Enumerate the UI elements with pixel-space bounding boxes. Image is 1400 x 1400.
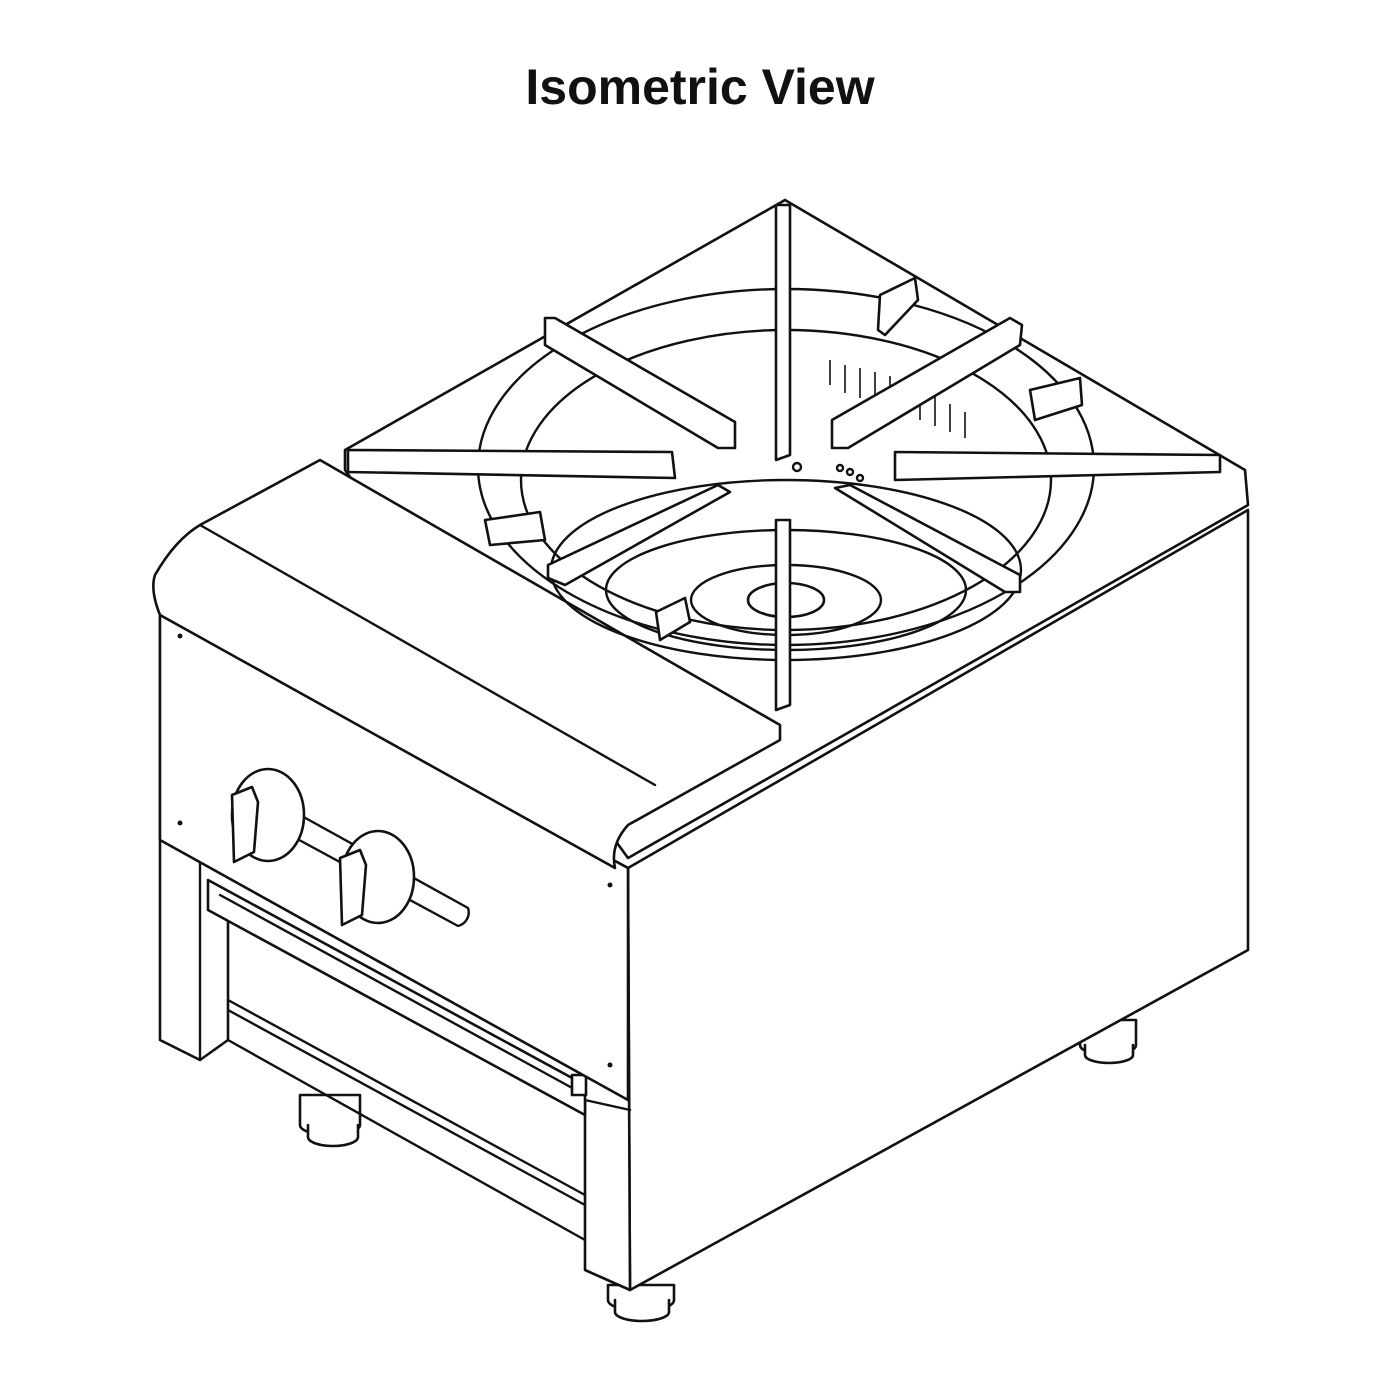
burner-knob-2[interactable] (338, 829, 416, 927)
valve-rail (288, 813, 470, 928)
burner-knob-1[interactable] (230, 767, 306, 864)
diagram-title: Isometric View (525, 59, 875, 115)
grate (346, 203, 1222, 712)
legs (298, 1018, 1138, 1323)
